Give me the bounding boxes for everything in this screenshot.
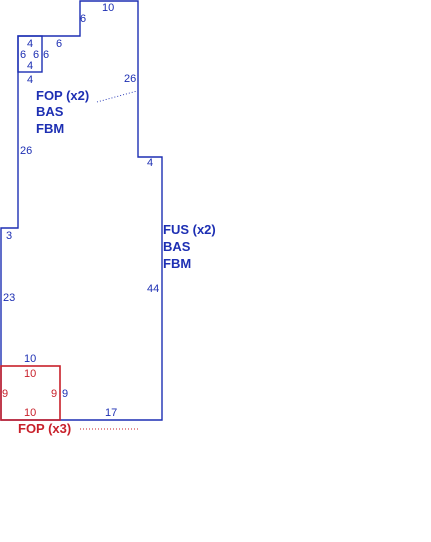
dim-upper-right: 26 (124, 73, 136, 85)
dim-step-top: 6 (56, 38, 62, 50)
dim-right-lower: 44 (147, 283, 159, 295)
small-dim-bottom: 4 (27, 60, 33, 72)
dim-notch: 4 (147, 157, 153, 169)
upper-label-line-3: FBM (36, 121, 64, 136)
red-dim-left: 9 (2, 388, 8, 400)
upper-label-leader (96, 90, 138, 103)
red-square-outline (0, 365, 61, 421)
red-dim-outer-right: 9 (62, 388, 68, 400)
small-dim-top: 4 (27, 38, 33, 50)
dim-left-upper: 26 (20, 145, 32, 157)
red-dim-bottom: 10 (24, 407, 36, 419)
dim-top-a: 6 (80, 13, 86, 25)
right-label-line-1: FUS (x2) (163, 222, 216, 237)
dim-left-small: 3 (6, 230, 12, 242)
red-dim-top: 10 (24, 368, 36, 380)
red-square-label: FOP (x3) (18, 421, 71, 436)
small-dim-left: 6 (20, 49, 26, 61)
red-dim-right: 9 (51, 388, 57, 400)
small-dim-below: 4 (27, 74, 33, 86)
upper-label-line-1: FOP (x2) (36, 88, 89, 103)
small-dim-outer-right: 6 (43, 49, 49, 61)
dim-top-b: 10 (102, 2, 114, 14)
small-square-outline (17, 35, 43, 73)
right-label-line-3: FBM (163, 256, 191, 271)
dim-bottom: 17 (105, 407, 117, 419)
right-label-line-2: BAS (163, 239, 191, 254)
dim-left-lower: 23 (3, 292, 15, 304)
dim-bottom-top: 10 (24, 353, 36, 365)
upper-label-line-2: BAS (36, 104, 64, 119)
small-dim-right: 6 (33, 49, 39, 61)
